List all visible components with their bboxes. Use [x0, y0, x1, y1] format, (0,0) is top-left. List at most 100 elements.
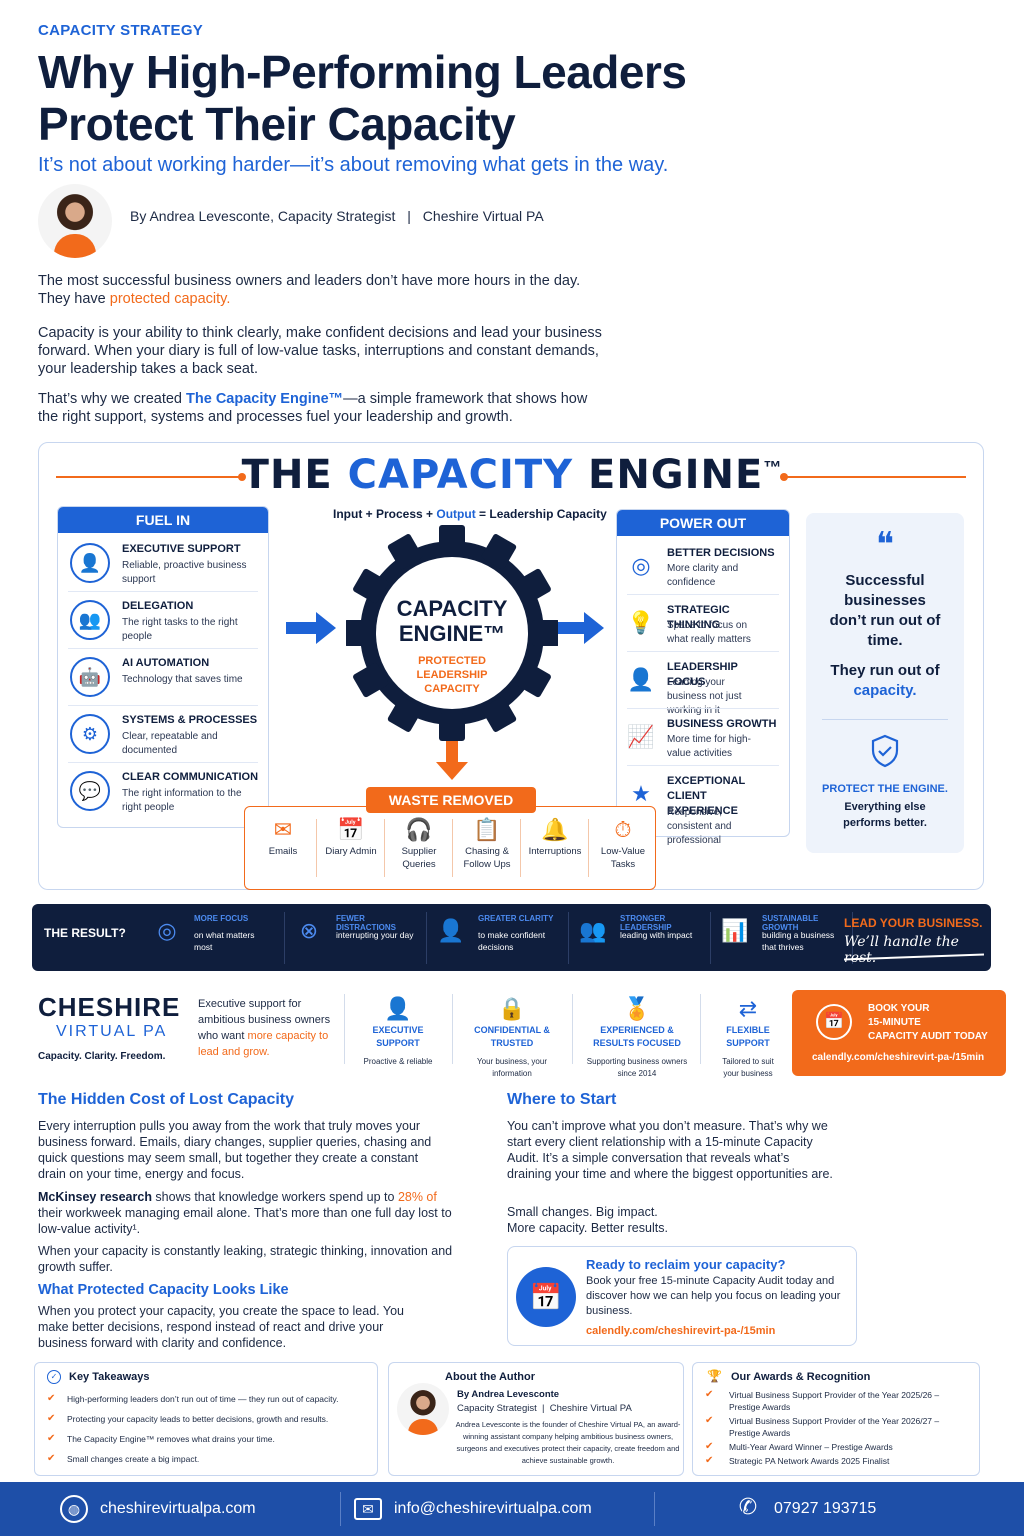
- result-desc: to make confident decisions: [478, 930, 546, 952]
- website-link[interactable]: cheshirevirtualpa.com: [100, 1500, 256, 1517]
- book-url-link[interactable]: calendly.com/cheshirevirt-pa-/15min: [812, 1052, 985, 1063]
- mail-icon: ✉: [354, 1497, 382, 1520]
- row-divider: [68, 762, 258, 763]
- brand-logo: CHESHIRE VIRTUAL PA Capacity. Clarity. F…: [38, 992, 180, 1062]
- takeaway-item: Protecting your capacity leads to better…: [67, 1414, 329, 1424]
- quote-card: ❝ Successful businesses don’t run out of…: [806, 513, 964, 853]
- title-line-1: Why High-Performing Leaders: [38, 46, 687, 98]
- waste-icon: ⏱: [614, 817, 632, 842]
- capacity-engine-gear-icon: [346, 525, 558, 741]
- core-line-1: CAPACITY: [396, 596, 508, 621]
- engine-formula: Input + Process + Output = Leadership Ca…: [333, 507, 607, 521]
- power-icon: 💡: [627, 610, 655, 635]
- book-text: BOOK YOUR 15-MINUTE CAPACITY AUDIT TODAY: [868, 1002, 988, 1044]
- key-takeaways-card: ✓ Key Takeaways ✔High-performing leaders…: [34, 1362, 378, 1476]
- core-line-2: ENGINE™: [398, 621, 506, 646]
- feature-title: EXECUTIVE SUPPORT: [372, 1025, 424, 1048]
- fuel-icon: 🤖: [70, 657, 110, 697]
- footer-divider: [340, 1492, 341, 1526]
- intro-p3-lead: That’s why we created: [38, 391, 187, 407]
- divider: [344, 994, 345, 1064]
- feature-icon: 👤: [384, 996, 412, 1021]
- ready-card: 📅 Ready to reclaim your capacity? Book y…: [507, 1246, 857, 1346]
- waste-divider: [452, 819, 453, 877]
- row-divider: [68, 705, 258, 706]
- result-icon: ⊗: [299, 918, 319, 943]
- intro-engine-name: The Capacity Engine™: [186, 391, 344, 407]
- fuel-title: EXECUTIVE SUPPORT: [122, 543, 241, 555]
- book-audit-button[interactable]: 📅 BOOK YOUR 15-MINUTE CAPACITY AUDIT TOD…: [792, 990, 1006, 1076]
- engine-title-capacity: CAPACITY: [347, 452, 574, 498]
- fuel-desc: Reliable, proactive business support: [122, 560, 247, 585]
- stat-highlight: 28% of: [397, 1190, 437, 1204]
- power-title: EXCEPTIONAL CLIENT EXPERIENCE: [667, 775, 746, 817]
- brand-tagline: Capacity. Clarity. Freedom.: [38, 1051, 166, 1062]
- quote-line-1: Successful businesses don’t run out of t…: [829, 572, 941, 649]
- result-cta-heading: LEAD YOUR BUSINESS.: [844, 916, 983, 930]
- waste-label: Chasing & Follow Ups: [463, 846, 511, 870]
- ready-url-link[interactable]: calendly.com/cheshirevirt-pa-/15min: [586, 1325, 776, 1337]
- award-item: Strategic PA Network Awards 2025 Finalis…: [729, 1456, 890, 1466]
- result-icon: 👤: [437, 918, 465, 943]
- footer-website[interactable]: ◍cheshirevirtualpa.com: [60, 1482, 256, 1536]
- footer-phone[interactable]: ✆07927 193715: [734, 1482, 877, 1536]
- arrow-down-icon: [436, 740, 468, 780]
- row-divider: [627, 708, 779, 709]
- waste-divider: [316, 819, 317, 877]
- brand-name-2: VIRTUAL PA: [56, 1023, 168, 1040]
- result-divider: [852, 912, 853, 964]
- power-icon: 📈: [627, 724, 655, 749]
- check-icon: ✔: [47, 1453, 56, 1464]
- check-icon: ✔: [705, 1455, 714, 1466]
- engine-title-engine: ENGINE: [573, 452, 764, 498]
- mckinsey-label: McKinsey research: [38, 1190, 152, 1204]
- book-line-3: CAPACITY AUDIT TODAY: [868, 1031, 988, 1042]
- core-sub-2: LEADERSHIP: [416, 669, 488, 681]
- title-rule-dot-right: [780, 473, 788, 481]
- calendar-check-icon: 📅: [516, 1267, 576, 1327]
- fuel-title: SYSTEMS & PROCESSES: [122, 714, 258, 726]
- power-icon: 👤: [627, 667, 655, 692]
- awards-heading: Our Awards & Recognition: [731, 1371, 871, 1383]
- title-line-2: Protect Their Capacity: [38, 98, 516, 150]
- result-title: GREATER CLARITY: [478, 914, 554, 923]
- row-divider: [68, 591, 258, 592]
- result-divider: [568, 912, 569, 964]
- hidden-cost-p1: Every interruption pulls you away from t…: [38, 1119, 432, 1181]
- waste-removed-box: ✉Emails📅Diary Admin🎧Supplier Queries📋Cha…: [244, 806, 656, 890]
- footer-email[interactable]: ✉ info@cheshirevirtualpa.com: [354, 1482, 592, 1536]
- waste-icon: 📋: [473, 817, 501, 842]
- eyebrow: CAPACITY STRATEGY: [38, 22, 204, 39]
- protect-heading: PROTECT THE ENGINE.: [822, 783, 948, 795]
- author-heading: About the Author: [445, 1371, 536, 1383]
- ready-text: Book your free 15-minute Capacity Audit …: [586, 1275, 841, 1317]
- byline-company: Cheshire Virtual PA: [422, 208, 544, 224]
- phone-link[interactable]: 07927 193715: [774, 1500, 877, 1517]
- result-title: MORE FOCUS: [194, 914, 249, 923]
- start-p2: Small changes. Big impact. More capacity…: [507, 1204, 668, 1236]
- book-line-1: BOOK YOUR: [868, 1003, 930, 1014]
- shield-icon: ✓: [47, 1370, 61, 1384]
- hidden-cost-p2: McKinsey research shows that knowledge w…: [38, 1189, 458, 1237]
- formula-output: Output: [436, 507, 476, 521]
- hidden-cost-p2-rest: their workweek managing email alone. Tha…: [38, 1206, 452, 1236]
- email-link[interactable]: info@cheshirevirtualpa.com: [394, 1500, 592, 1517]
- subtitle: It’s not about working harder—it’s about…: [38, 154, 669, 176]
- arrow-right-icon: [554, 612, 604, 644]
- power-desc: Space to focus on what really matters: [667, 620, 751, 645]
- start-p2-line-1: Small changes. Big impact.: [507, 1205, 658, 1219]
- check-icon: ✔: [705, 1389, 714, 1400]
- byline-author: By Andrea Levesconte, Capacity Strategis…: [130, 208, 396, 224]
- quote-line-2: They run out of capacity.: [820, 661, 950, 701]
- power-title: BUSINESS GROWTH: [667, 718, 777, 730]
- check-icon: ✔: [705, 1415, 714, 1426]
- waste-label: Supplier Queries: [401, 846, 437, 870]
- fuel-icon: 💬: [70, 771, 110, 811]
- result-desc: building a business that thrives: [762, 930, 835, 952]
- engine-title: THE CAPACITY ENGINE™: [0, 452, 1024, 498]
- waste-divider: [588, 819, 589, 877]
- quote-line-2-lead: They run out of: [830, 662, 940, 679]
- quote-divider: [822, 719, 948, 720]
